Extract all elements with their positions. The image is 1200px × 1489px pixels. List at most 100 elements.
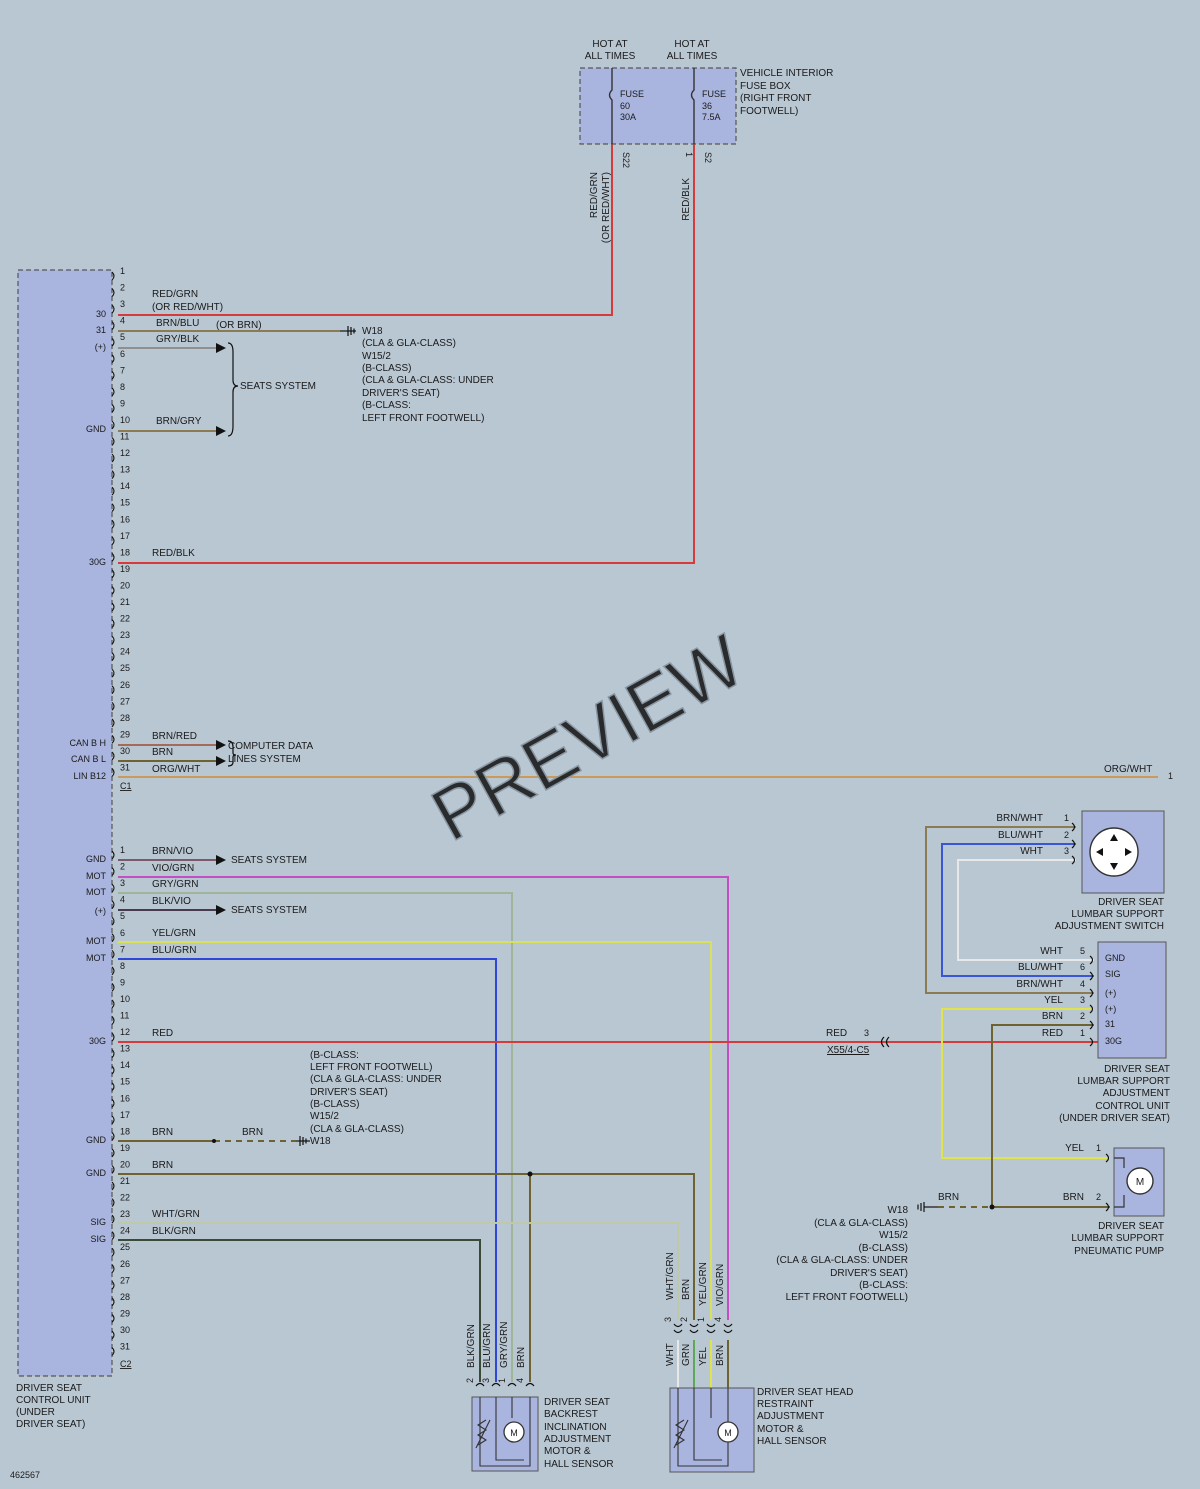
c1-func-plus: (+): [95, 342, 106, 352]
wire-red-blk-fuse36: [118, 140, 695, 564]
lumbar-cu-wire-1: RED: [1042, 1028, 1063, 1039]
c2-pin-28: 28: [120, 1292, 130, 1302]
c2-pin-cup: [111, 933, 115, 943]
lumbar-cu-func-plus-2: (+): [1105, 1004, 1116, 1014]
c1-func-can-b-h: CAN B H: [69, 738, 106, 748]
c1-pin-22: 22: [120, 614, 130, 624]
c1-pin-16: 16: [120, 514, 130, 524]
red-junction-connector: X55/4-C5: [827, 1045, 870, 1056]
backrest-wire-blu-grn: BLU/GRN: [482, 1324, 493, 1368]
lumbar-cu-pin-1: 1: [1080, 1028, 1085, 1038]
c2-pin-cup: [111, 1098, 115, 1108]
label-blu-grn: BLU/GRN: [152, 945, 196, 956]
headrest-wire-wht: WHT: [665, 1343, 676, 1366]
c1-pin-cup: [111, 602, 115, 612]
c2-pin-cup: [111, 1264, 115, 1274]
c1-pin-cup: [111, 271, 115, 281]
label-blk-grn: BLK/GRN: [152, 1226, 196, 1237]
backrest-label-6: HALL SENSOR: [544, 1459, 614, 1470]
wire-label-red-grn-v: RED/GRN: [589, 172, 600, 218]
pump-ground-note-4: (B-CLASS): [859, 1243, 908, 1254]
c2-pin-cup: [111, 1231, 115, 1241]
c1-pin-10: 10: [120, 415, 130, 425]
c1-pin-cup: [111, 321, 115, 331]
pump-ground-note-1: W18: [887, 1205, 908, 1216]
c1-pin-9: 9: [120, 398, 125, 408]
lumbar-cu-wire-6: BLU/WHT: [1018, 962, 1063, 973]
c2-pin-7: 7: [120, 944, 125, 954]
c2-pin-cup: [111, 1016, 115, 1025]
c1-pin-cup: [111, 288, 115, 297]
c2-func-mot-2: MOT: [86, 871, 106, 881]
ground-note-mid-1: (B-CLASS:: [310, 1050, 359, 1061]
fuse-box-label-4: FOOTWELL): [740, 106, 798, 117]
c2-func-sig-23: SIG: [90, 1217, 106, 1227]
c2-pin-cup: [111, 1214, 115, 1224]
c2-pin-column: 1234567891011121314151617181920212223242…: [111, 845, 130, 1356]
switch-label-1: DRIVER SEAT: [1098, 897, 1164, 908]
wire-blu-grn: [118, 958, 497, 1382]
headrest-wire-brn-top: BRN: [681, 1279, 692, 1300]
c1-wire-labels: RED/GRN (OR RED/WHT) BRN/BLU (OR BRN) GR…: [152, 289, 1173, 781]
c2-pin-25: 25: [120, 1242, 130, 1252]
c2-func-sig-24: SIG: [90, 1234, 106, 1244]
lumbar-cu-wire-5: WHT: [1040, 946, 1063, 957]
headrest-wire-vio-grn: VIO/GRN: [715, 1264, 726, 1306]
c1-pin-29: 29: [120, 729, 130, 739]
label-or-red-wht: (OR RED/WHT): [152, 302, 223, 313]
switch-wire-2: BLU/WHT: [998, 830, 1043, 841]
c2-pin-cup: [111, 1032, 115, 1042]
lumbar-cu-func-gnd: GND: [1105, 953, 1126, 963]
ground-note-mid-2: LEFT FRONT FOOTWELL): [310, 1062, 432, 1073]
switch-pin-3: 3: [1064, 846, 1069, 856]
c2-pin-20: 20: [120, 1159, 130, 1169]
wire-wht: [957, 859, 1094, 961]
c2-pin-cup: [111, 1247, 115, 1257]
wire-yel: [941, 1008, 1110, 1159]
c2-pin-cup: [111, 1314, 115, 1323]
c2-pin-cup: [111, 1297, 115, 1307]
backrest-wire-blk-grn: BLK/GRN: [466, 1324, 477, 1368]
c2-func-gnd-20: GND: [86, 1168, 107, 1178]
c2-pin-cup: [111, 850, 115, 860]
headrest-wire-wht-grn: WHT/GRN: [665, 1252, 676, 1300]
lumbar-cu-pin-2: 2: [1080, 1011, 1085, 1021]
c1-func-can-b-l: CAN B L: [71, 754, 106, 764]
c1-pin-20: 20: [120, 580, 130, 590]
c2-pin-cup: [111, 1347, 115, 1356]
c1-pin-27: 27: [120, 696, 130, 706]
fuse-right-2: 36: [702, 101, 712, 111]
c2-pin-26: 26: [120, 1259, 130, 1269]
c1-pin-3: 3: [120, 299, 125, 309]
label-brn-20: BRN: [152, 1160, 173, 1171]
ground-note-top-3: W15/2: [362, 351, 391, 362]
c1-pin-cup: [111, 370, 115, 380]
pump-wire-2: BRN: [1063, 1192, 1084, 1203]
lumbar-cu-label-4: CONTROL UNIT: [1095, 1101, 1170, 1112]
lumbar-support-switch: 1 2 3 BRN/WHT BLU/WHT WHT DRIVER SEAT LU…: [996, 810, 1165, 932]
seats-system-label-3: SEATS SYSTEM: [231, 905, 307, 916]
label-brn-red: BRN/RED: [152, 731, 197, 742]
pump-ground-note-7: (B-CLASS:: [859, 1280, 908, 1291]
ground-note-top-7: (B-CLASS:: [362, 400, 411, 411]
c1-pin-cup: [111, 668, 115, 678]
org-wht-pin: 1: [1168, 771, 1173, 781]
label-wht-grn: WHT/GRN: [152, 1209, 200, 1220]
red-junction-wire: RED: [826, 1028, 847, 1039]
c2-pin-18: 18: [120, 1126, 130, 1136]
pump-ground-note-2: (CLA & GLA-CLASS): [814, 1218, 908, 1229]
headrest-motor-symbol: M: [724, 1428, 732, 1438]
c2-wire-labels: BRN/VIO VIO/GRN GRY/GRN BLK/VIO YEL/GRN …: [152, 846, 890, 1237]
c1-pin-cup: [111, 519, 115, 529]
lumbar-cu-func-30g: 30G: [1105, 1036, 1122, 1046]
headrest-label-4: MOTOR &: [757, 1424, 804, 1435]
control-unit-body: [17, 269, 113, 1377]
switch-pin-1: 1: [1064, 813, 1069, 823]
headrest-wire-yel-grn: YEL/GRN: [698, 1262, 709, 1306]
fuse-box-label-1: VEHICLE INTERIOR: [740, 68, 833, 79]
c1-pin-21: 21: [120, 597, 130, 607]
c1-pin-cup: [111, 404, 115, 413]
c2-pin-21: 21: [120, 1176, 130, 1186]
c2-pin-cup: [111, 1049, 115, 1058]
